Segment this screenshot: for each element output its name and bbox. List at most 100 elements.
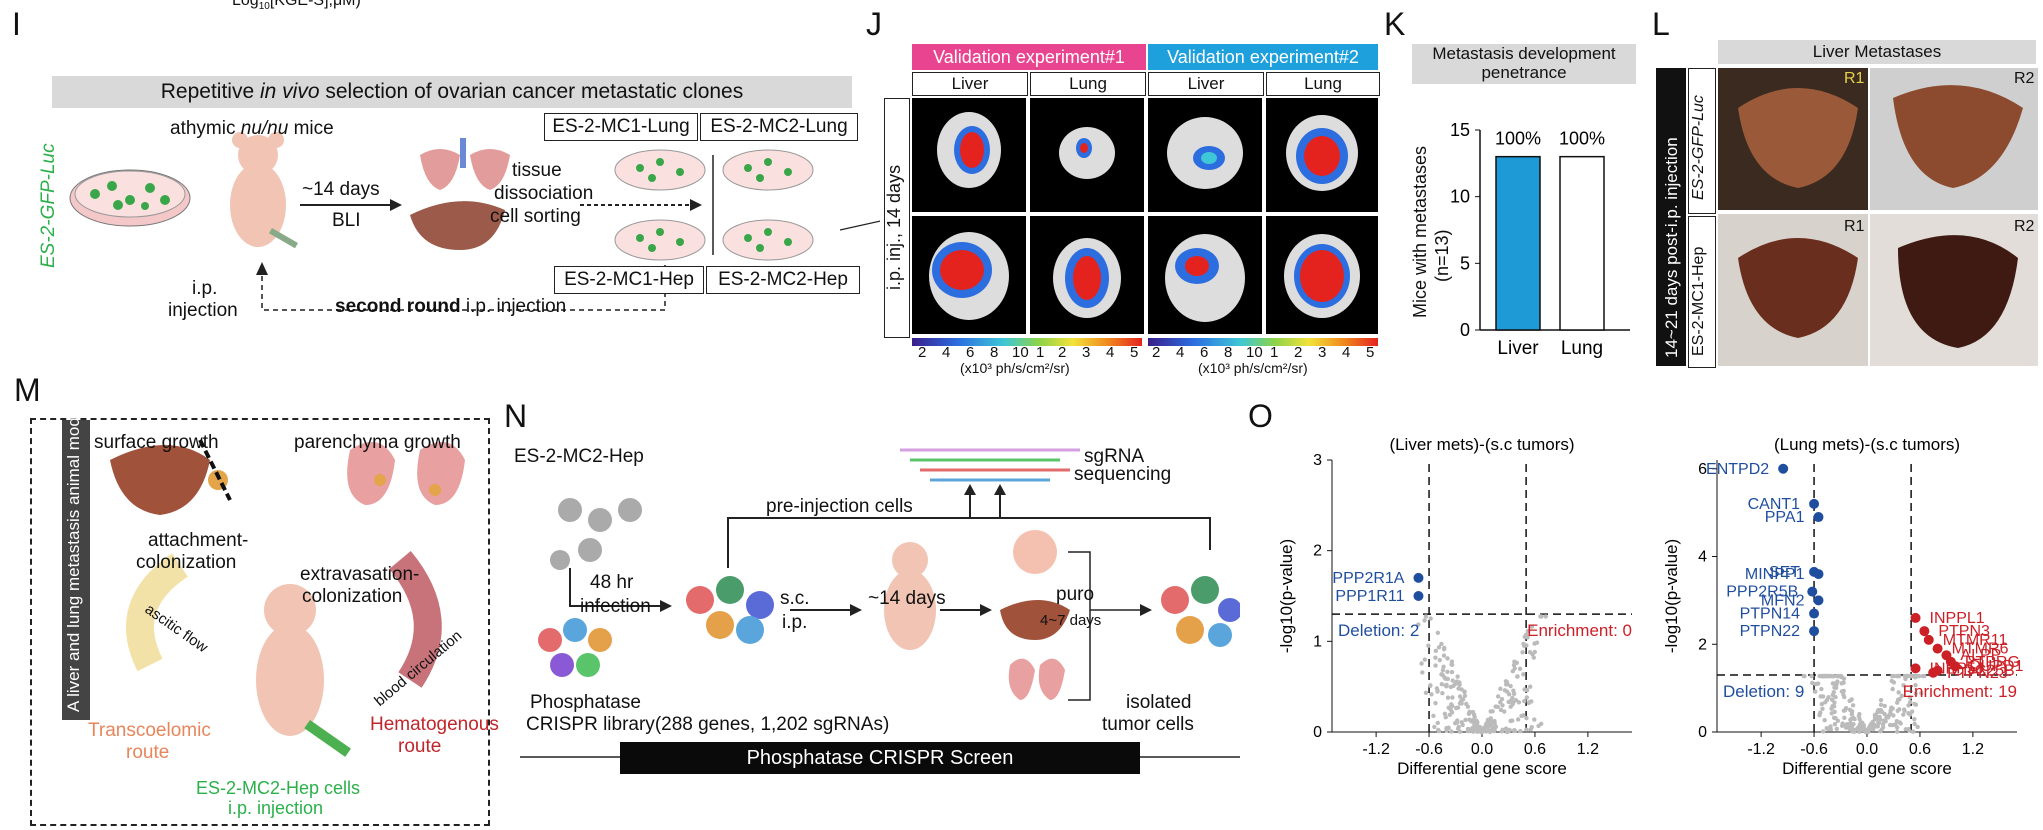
- n-isolated-2: tumor cells: [1102, 714, 1194, 735]
- o2-gene-point: [1813, 689, 1818, 694]
- o1-ytick-label-1: 1: [1313, 633, 1322, 650]
- o1-gene-point: [1462, 689, 1467, 695]
- m-attach-1: attachment-: [148, 530, 249, 551]
- o1-gene-point: [1529, 624, 1535, 629]
- o2-xtick-label-4: 1.2: [1962, 741, 1984, 758]
- ip-text-1: i.p.: [192, 278, 218, 299]
- o2-gene-point: [1831, 704, 1837, 709]
- scale4-1: 2: [1294, 344, 1303, 361]
- o1-gene-point: [1423, 614, 1429, 619]
- o1-xtick-label-4: 1.2: [1577, 741, 1599, 758]
- o1-deletion: Deletion: 2: [1338, 621, 1419, 640]
- sorted-dishes-icon: [614, 149, 814, 261]
- o2-gene-point: [1908, 673, 1913, 679]
- m-surface: surface growth: [94, 432, 219, 453]
- o1-gene-point: [1486, 728, 1491, 733]
- n-ip: i.p.: [782, 612, 808, 633]
- exp1-header: Validation experiment#1: [912, 44, 1146, 70]
- scale3-4: 10: [1246, 344, 1263, 361]
- o2-ytick-label-0: 0: [1698, 724, 1707, 741]
- o1-gene-point: [1489, 719, 1495, 724]
- panel-label-k: K: [1384, 6, 1406, 42]
- o1-gene-point: [1532, 717, 1537, 722]
- o1-gene-point: [1522, 698, 1527, 704]
- o1-gene-point: [1445, 676, 1450, 682]
- m-trans-2: route: [126, 742, 170, 763]
- o2-gene-point: [1881, 718, 1887, 723]
- o1-gene-point: [1539, 721, 1544, 727]
- l-rep-3: R1: [1844, 218, 1865, 235]
- o1-gene-point: [1467, 709, 1472, 715]
- o1-gene-point: [1442, 711, 1448, 716]
- m-side-bar: [62, 420, 90, 720]
- o2-gene-point: [1832, 722, 1838, 727]
- o1-gene-point: [1445, 656, 1450, 661]
- o2-gene-point: [1848, 717, 1853, 723]
- o1-gene-point: [1465, 704, 1471, 709]
- o2-gene-point: [1819, 686, 1824, 692]
- o1-hit-point-1: [1413, 591, 1424, 601]
- o2-gene-point: [1831, 689, 1837, 695]
- o1-gene-point: [1449, 662, 1455, 667]
- l-rep-2: R2: [2014, 70, 2035, 87]
- o2-gene-point: [1894, 729, 1900, 734]
- petri-dish-icon: [69, 169, 191, 227]
- m-side-label: A liver and lung metastasis animal model…: [64, 322, 83, 712]
- l-row1-box: [1688, 68, 1716, 214]
- o1-gene-point: [1444, 728, 1449, 733]
- k-title-1: Metastasis development: [1432, 44, 1616, 63]
- o1-gene-point: [1428, 683, 1433, 689]
- o2-hit-point-15: [1950, 661, 1961, 672]
- n-infection: infection: [580, 596, 651, 617]
- o2-gene-point: [1907, 712, 1913, 717]
- o2-ytick-label-2: 4: [1698, 549, 1707, 566]
- scale1-1: 4: [942, 344, 951, 361]
- m-parenchyma: parenchyma growth: [294, 432, 461, 453]
- o1-gene-point: [1439, 641, 1444, 647]
- o2-hit-point-4: [1813, 569, 1824, 580]
- o1-gene-point: [1498, 707, 1504, 713]
- n-library-2: CRISPR library(288 genes, 1,202 sgRNAs): [526, 714, 890, 735]
- o1-gene-point: [1526, 700, 1532, 706]
- o1-gene-point: [1463, 717, 1468, 723]
- o1-hit-label-0: PPP2R1A: [1332, 570, 1404, 587]
- o2-gene-point: [1882, 703, 1887, 709]
- o2-gene-point: [1913, 691, 1918, 696]
- m-hema-1: Hematogenous: [370, 714, 499, 735]
- o2-gene-point: [1828, 724, 1833, 729]
- o1-gene-point: [1528, 684, 1533, 689]
- o2-gene-point: [1832, 685, 1837, 690]
- o2-gene-point: [1847, 707, 1853, 713]
- o1-gene-point: [1462, 693, 1468, 698]
- o2-gene-point: [1857, 729, 1862, 734]
- panel-label-i: I: [12, 6, 21, 42]
- o1-gene-point: [1495, 694, 1501, 699]
- o1-xtick-label-3: 0.6: [1524, 741, 1546, 758]
- o2-hit-point-2: [1813, 512, 1824, 523]
- o2-gene-point: [1912, 717, 1917, 722]
- o2-deletion: Deletion: 9: [1723, 682, 1804, 701]
- tissue-text-1: tissue: [512, 160, 562, 181]
- o2-gene-point: [1849, 712, 1855, 717]
- k-category-0: Liver: [1497, 338, 1539, 359]
- m-cells-2: i.p. injection: [228, 798, 324, 818]
- o1-gene-point: [1524, 687, 1530, 693]
- unit-2: (x10³ ph/s/cm²/sr): [1198, 360, 1308, 376]
- o1-gene-point: [1534, 640, 1540, 645]
- o1-gene-point: [1433, 663, 1438, 668]
- n-line: ES-2-MC2-Hep: [514, 446, 644, 467]
- m-attach-2: colonization: [136, 552, 237, 573]
- o1-gene-point: [1443, 714, 1448, 720]
- scale1-0: 2: [918, 344, 927, 361]
- o2-hit-point-0: [1778, 463, 1789, 474]
- o1-gene-point: [1445, 669, 1450, 674]
- m-dashed-box: [30, 418, 490, 826]
- o1-gene-point: [1512, 728, 1517, 733]
- o1-ytick-label-2: 2: [1313, 543, 1322, 560]
- n-banner: Phosphatase CRISPR Screen: [620, 742, 1140, 774]
- k-bar-1: [1559, 155, 1605, 331]
- o1-gene-point: [1515, 717, 1521, 722]
- o2-hit-label-7: PTPN14: [1740, 606, 1801, 623]
- o2-gene-point: [1850, 729, 1855, 734]
- k-bar-0: [1495, 155, 1541, 331]
